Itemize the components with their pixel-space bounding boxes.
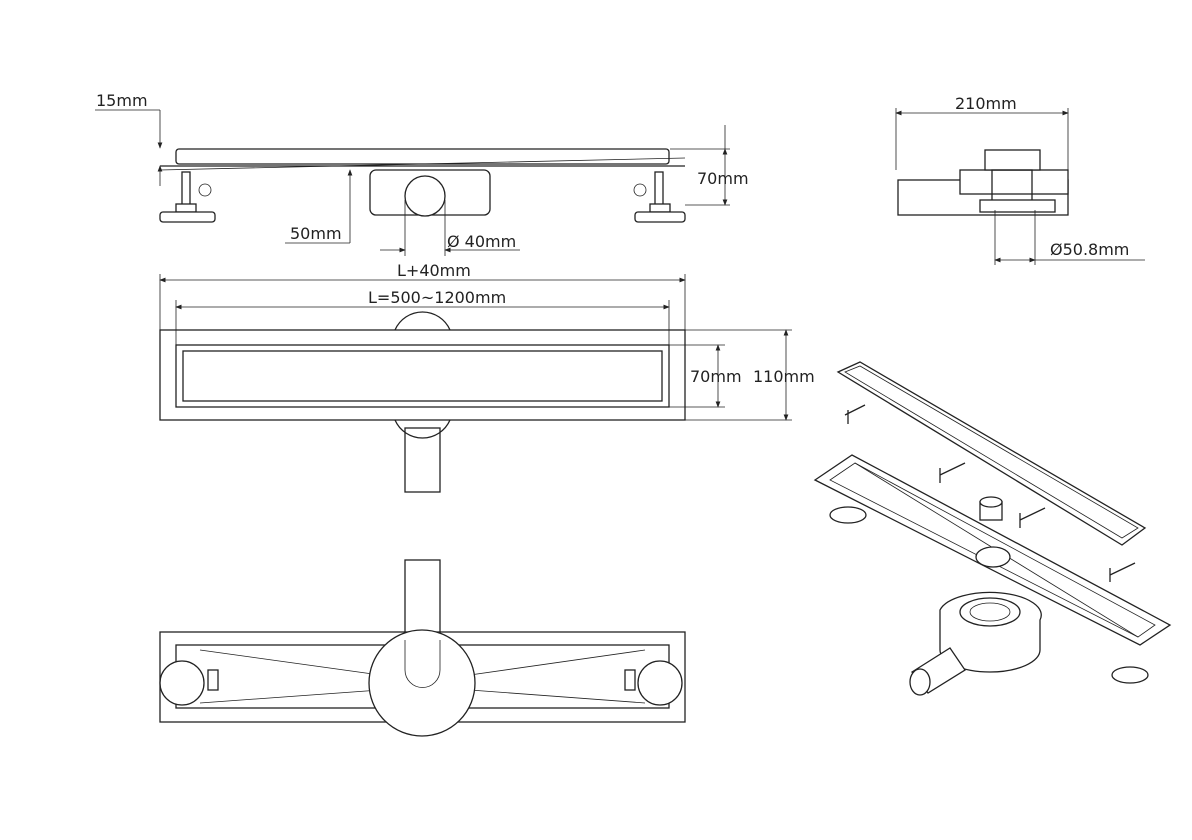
outlet-pipe-section	[404, 175, 446, 217]
iso-foot-right	[1111, 666, 1149, 684]
grate-width-label: 70mm	[690, 367, 742, 386]
right-foot	[633, 171, 686, 223]
overall-length-label: L+40mm	[397, 261, 471, 280]
overall-width-label: 210mm	[955, 94, 1017, 113]
trap-diameter-label: Ø50.8mm	[1050, 240, 1129, 259]
end-view: 210mm Ø50.8mm	[895, 94, 1145, 265]
length-range-label: L=500~1200mm	[368, 288, 506, 307]
left-foot-pad	[159, 660, 205, 706]
outlet-height-label: 50mm	[290, 224, 342, 243]
grate-thickness-label: 15mm	[96, 91, 148, 110]
iso-strainer	[979, 496, 1003, 521]
total-height-label: 70mm	[697, 169, 749, 188]
plan-view: L+40mm L=500~1200mm 70mm 110mm	[159, 261, 815, 493]
bottom-view	[159, 559, 686, 737]
iso-foot-left	[829, 506, 867, 524]
trap-body	[368, 629, 476, 737]
isometric-exploded-view	[813, 361, 1172, 696]
outlet-diameter-label: Ø 40mm	[447, 232, 516, 251]
grate	[836, 361, 1147, 546]
flange-width-label: 110mm	[753, 367, 815, 386]
right-foot-pad	[637, 660, 683, 706]
left-foot	[159, 171, 216, 223]
iso-trap	[909, 591, 1042, 696]
side-view: 15mm 70mm 50mm Ø 40mm	[95, 91, 749, 256]
